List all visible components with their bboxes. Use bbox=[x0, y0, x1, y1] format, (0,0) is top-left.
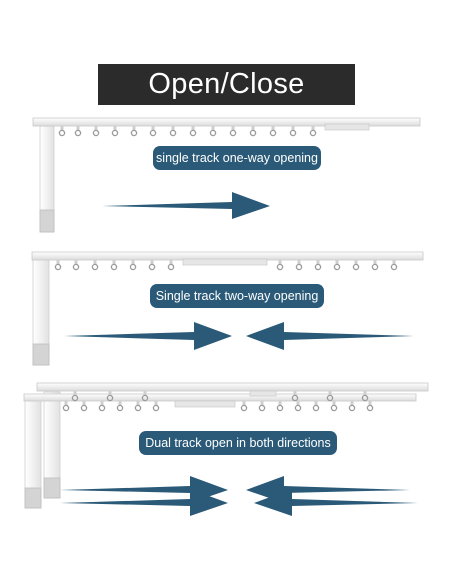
arrow-left-icon bbox=[246, 322, 414, 350]
arrow-right-icon bbox=[60, 476, 228, 503]
track-illustration-3 bbox=[23, 382, 429, 509]
track-illustration-2 bbox=[31, 251, 424, 366]
arrow-left-icon bbox=[254, 489, 418, 516]
section-label-two-way: Single track two-way opening bbox=[150, 284, 324, 308]
arrow-left-icon bbox=[246, 476, 410, 503]
arrow-right-icon bbox=[64, 322, 232, 350]
section-label-dual-track: Dual track open in both directions bbox=[139, 431, 337, 455]
arrow-right-icon bbox=[60, 489, 228, 516]
page-title: Open/Close Method bbox=[98, 64, 355, 141]
arrow-right-icon bbox=[102, 192, 270, 219]
track-illustration-1 bbox=[32, 117, 421, 233]
section-label-one-way: single track one-way opening bbox=[153, 146, 321, 170]
